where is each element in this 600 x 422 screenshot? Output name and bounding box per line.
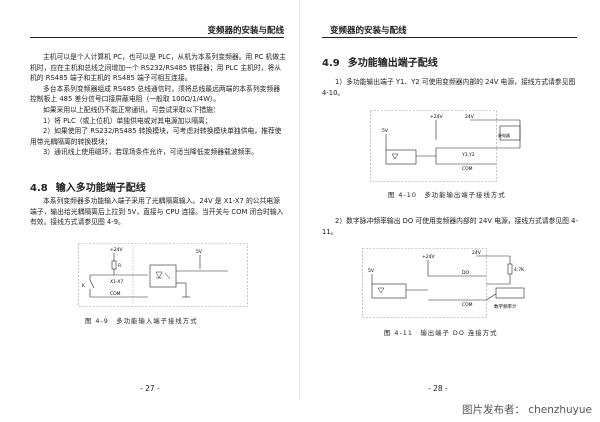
- fig49-k-label: K: [82, 283, 86, 289]
- left-header-rule: [30, 37, 284, 38]
- fig411-meter-label: 数字频率计: [494, 303, 517, 310]
- fig411-plus24-label: +24V: [422, 254, 435, 260]
- left-paragraph-1: 主机可以是个人计算机 PC，也可以是 PLC，从机为本系列变频器。用 PC 机做…: [30, 53, 286, 83]
- figure-4-9-diagram: +24V R X1-X7 K COM 5V: [78, 243, 248, 307]
- section-4-8-text: 输入多功能端子配线: [55, 183, 146, 194]
- section-4-8-paragraph: 本系列变频器多功能输入端子采用了光耦隔离输入。24V 是 X1-X7 的公共电源…: [30, 197, 284, 227]
- fig49-5v-label: 5V: [196, 249, 203, 255]
- left-page: 变频器的安装与配线 主机可以是个人计算机 PC，也可以是 PLC，从机为本系列变…: [0, 0, 300, 400]
- fig411-24v-label: 24V: [472, 250, 482, 256]
- right-page: 变频器的安装与配线 4.9 多功能输出端子配线 1）多功能输出端子 Y1、Y2 可…: [300, 0, 600, 400]
- figure-4-11-diagram: +24V 24V 4.7K 5V DO COM 数字频率计: [362, 248, 525, 318]
- section-4-9-paragraph-2: 2）数字脉冲频率输出 DO 可使用变频器内部的 24V 电源，接线方式请参见图 …: [322, 217, 578, 236]
- section-4-9-body-2: 2）数字脉冲频率输出 DO 可使用变频器内部的 24V 电源，接线方式请参见图 …: [322, 216, 579, 237]
- left-list-item-3: 3）通讯线上使用磁环，若现场条件允许，可适当降低变频器载波频率。: [43, 148, 259, 157]
- publisher-credit: 图片发布者： chenzhuyue: [461, 404, 592, 416]
- fig410-y-label: Y1,Y2: [461, 152, 475, 158]
- left-page-header: 变频器的安装与配线: [207, 26, 284, 36]
- right-header-rule: [322, 37, 577, 38]
- figure-4-10-caption: 图 4-10 多功能输出端子接线方式: [388, 191, 506, 199]
- left-list-item-2: 2）如果使用了 RS232/RS485 转换模块，可考虑对转换模块单独供电，推荐…: [30, 127, 282, 146]
- right-page-number: - 28 -: [428, 384, 448, 393]
- fig411-r47-label: 4.7K: [514, 267, 525, 273]
- right-page-header: 变频器的安装与配线: [330, 26, 407, 36]
- fig411-com-label: COM: [462, 302, 473, 308]
- section-4-8-title: 4.8 输入多功能端子配线: [30, 179, 146, 194]
- figure-4-11-caption: 图 4-11 输出端子 DO 连接方式: [384, 329, 498, 337]
- fig411-5v-label: 5V: [368, 268, 375, 274]
- left-body-text: 主机可以是个人计算机 PC，也可以是 PLC，从机为本系列变频器。用 PC 机做…: [30, 52, 286, 158]
- section-4-9-body: 1）多功能输出端子 Y1、Y2 可使用变频器内部的 24V 电源，接线方式请参见…: [322, 77, 579, 98]
- fig410-com-label: COM: [462, 166, 473, 172]
- left-paragraph-2: 多台本系列变频器组成 RS485 总线通信时，须将总线最远两端的本系列变频器控制…: [30, 84, 281, 104]
- fig410-relay-label: 继电器: [498, 132, 510, 138]
- fig410-plus24-label: +24V: [430, 114, 443, 120]
- fig49-r-label: R: [118, 263, 121, 269]
- section-4-8-number: 4.8: [30, 183, 48, 194]
- fig49-x-label: X1-X7: [110, 279, 123, 285]
- left-list-item-1: 1）将 PLC（或上位机）单独供电或对其电源加以隔离；: [43, 116, 212, 125]
- figure-4-10-diagram: +24V 24V 继电器 5V Y1,Y2 COM: [370, 110, 521, 182]
- section-4-9-text: 多功能输出端子配线: [347, 58, 438, 69]
- left-page-number: - 27 -: [140, 384, 160, 393]
- section-4-9-title: 4.9 多功能输出端子配线: [322, 54, 438, 69]
- section-4-8-body: 本系列变频器多功能输入端子采用了光耦隔离输入。24V 是 X1-X7 的公共电源…: [30, 196, 286, 228]
- left-paragraph-3: 如果采用以上配线仍不能正常通讯，可尝试采取以下措施：: [43, 105, 220, 114]
- section-4-9-paragraph-1: 1）多功能输出端子 Y1、Y2 可使用变频器内部的 24V 电源，接线方式请参见…: [322, 78, 576, 97]
- fig410-5v-label: 5V: [382, 128, 389, 134]
- fig49-com-label: COM: [110, 291, 121, 297]
- page-divider: [299, 0, 300, 400]
- figure-4-9-caption: 图 4-9 多功能输入端子接线方式: [85, 317, 198, 325]
- fig49-plus24-label: +24V: [110, 247, 123, 253]
- section-4-9-number: 4.9: [322, 58, 340, 69]
- fig411-do-label: DO: [462, 270, 469, 276]
- fig410-24v-label: 24V: [465, 114, 475, 120]
